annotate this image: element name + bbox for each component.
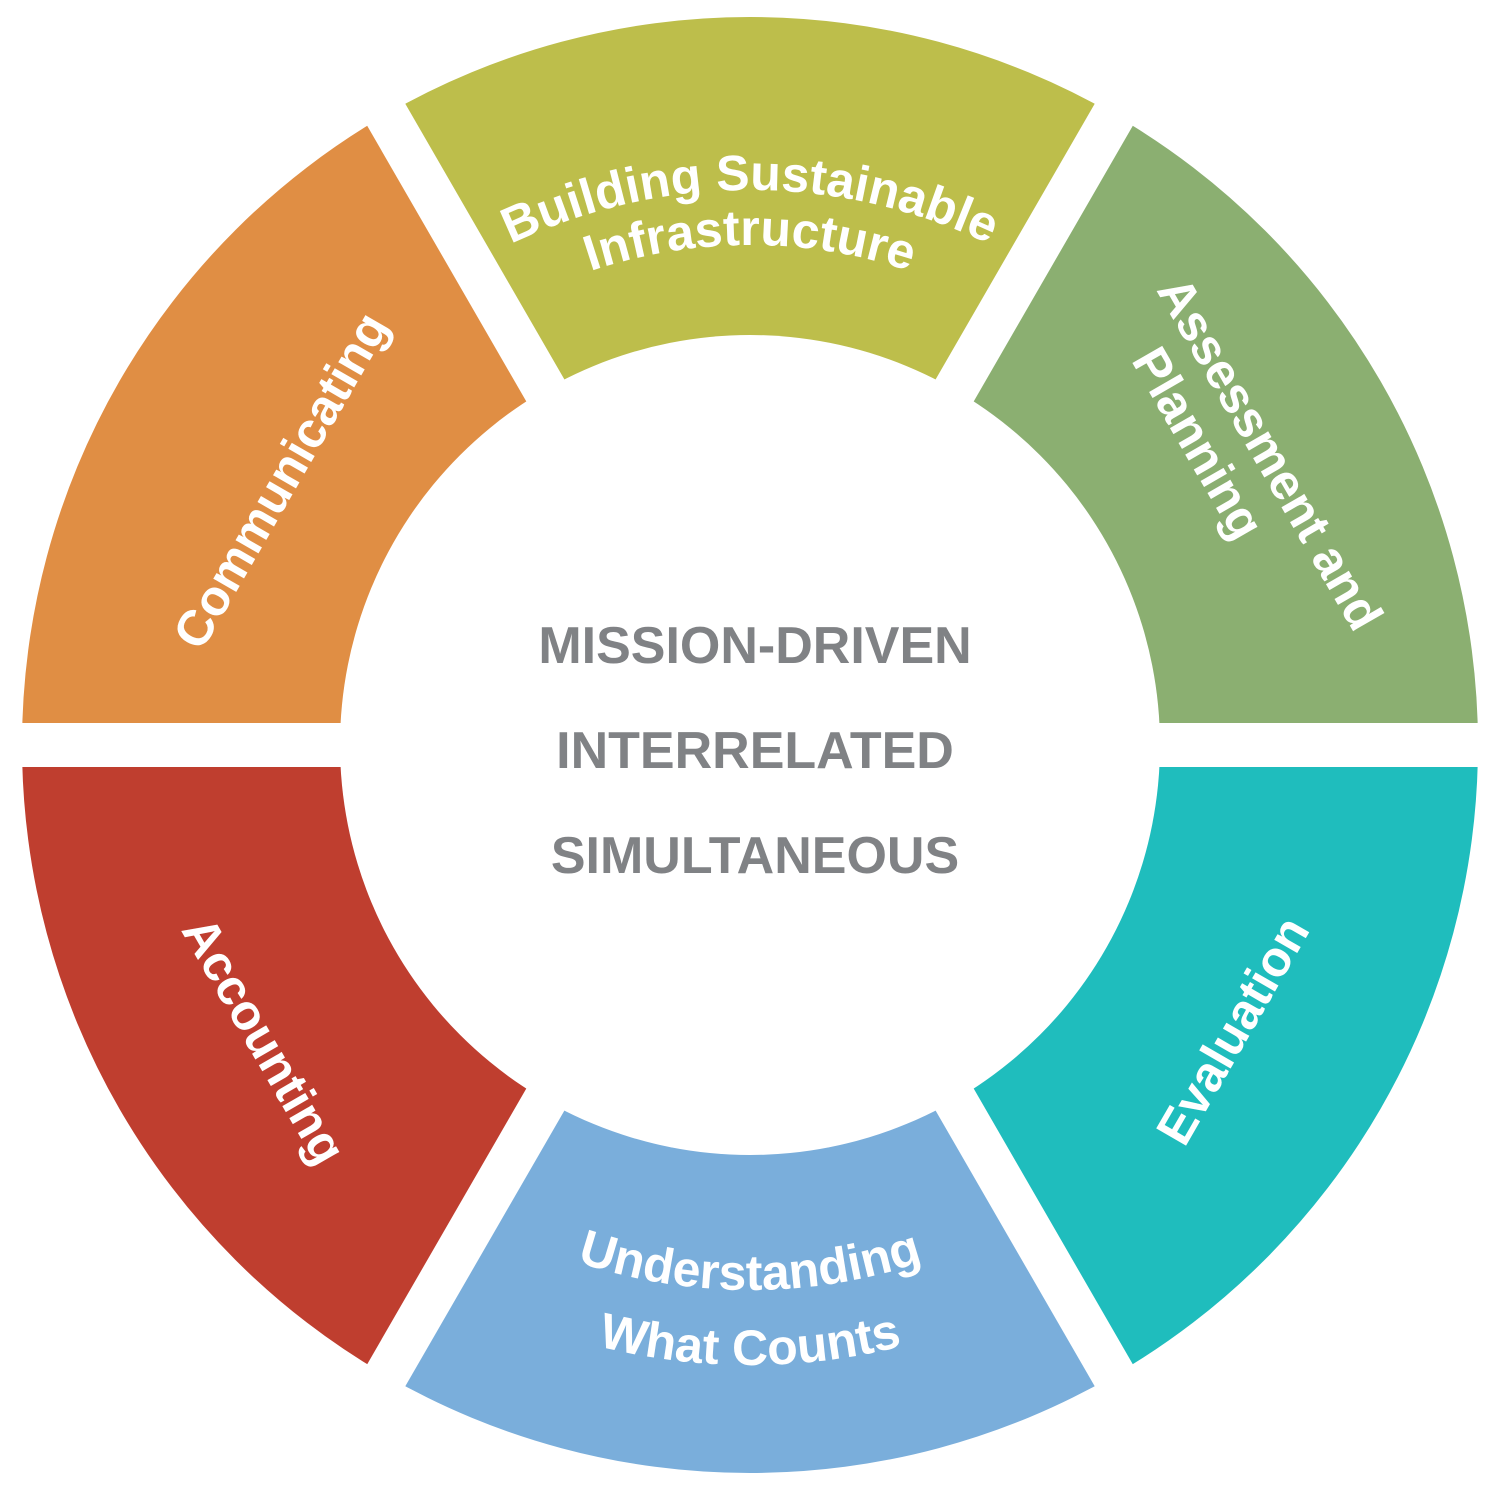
center-text: MISSION-DRIVEN INTERRELATED SIMULTANEOUS	[538, 617, 971, 885]
center-circle	[340, 335, 1160, 1155]
center-line-mission-driven: MISSION-DRIVEN	[538, 617, 971, 675]
segment-evaluation	[940, 745, 1478, 1376]
center-line-simultaneous: SIMULTANEOUS	[551, 827, 959, 885]
center-line-interrelated: INTERRELATED	[556, 722, 954, 780]
segment-accounting	[22, 745, 560, 1376]
segment-understanding	[386, 1074, 1114, 1474]
segment-building	[386, 16, 1114, 416]
segment-communicating	[22, 114, 560, 745]
label-understanding-what-counts: Understanding What Counts	[573, 1219, 926, 1376]
segment-assessment	[940, 114, 1478, 745]
